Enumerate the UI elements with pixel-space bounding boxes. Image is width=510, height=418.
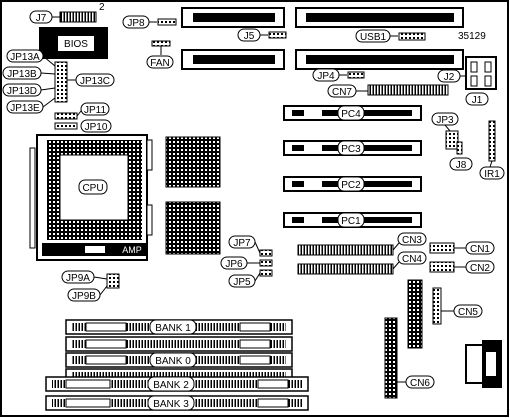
j7-label: J7 <box>36 13 47 24</box>
pc3-label: PC3 <box>341 144 361 155</box>
jp8-jumper: JP8 <box>122 15 177 29</box>
cn5-connector: CN5 <box>407 279 483 349</box>
cn2-label: CN2 <box>470 263 490 274</box>
memory-bank-1: BANK 1 <box>65 319 293 335</box>
jp9b-label: JP9B <box>72 291 96 302</box>
jp4-label: JP4 <box>317 71 335 82</box>
jp13-jumper-group: JP13A JP13B JP13C JP13D JP13E <box>2 49 115 114</box>
bios-label: BIOS <box>64 39 88 50</box>
bank1-label: BANK 1 <box>155 323 191 334</box>
jp3-jumper: JP3 <box>431 112 459 150</box>
jp13e-label: JP13E <box>10 103 40 114</box>
cn6-connector: CN6 <box>384 317 435 399</box>
cn4-label: CN4 <box>402 254 422 265</box>
pci-slot-pc4: PC4 <box>283 105 422 121</box>
memory-bank-3: BANK 3 <box>45 395 309 411</box>
memory-bank-1b <box>65 336 293 352</box>
chipset-upper <box>165 136 221 188</box>
j8-label: J8 <box>456 160 467 171</box>
jp13a-label: JP13A <box>10 52 40 63</box>
amp-label: AMP <box>122 245 142 255</box>
jp7-jp6-jp5-jumpers: JP7 JP6 JP5 <box>220 235 273 288</box>
cn2-connector: CN2 <box>429 260 495 274</box>
memory-bank-0: BANK 0 <box>65 352 293 368</box>
cn3-connector: CN3 <box>297 232 427 256</box>
pc2-label: PC2 <box>341 180 361 191</box>
jp11-jp10-jumpers: JP11 JP10 <box>54 102 112 133</box>
bios-chip: BIOS <box>39 27 108 59</box>
board-number: 35129 <box>458 31 486 42</box>
jp13d-label: JP13D <box>7 86 37 97</box>
fan-label: FAN <box>150 58 169 69</box>
jp3-label: JP3 <box>436 115 454 126</box>
ir1-connector: IR1 <box>479 120 505 180</box>
chipset-lower <box>165 201 221 255</box>
jp7-label: JP7 <box>233 238 251 249</box>
cn5-label: CN5 <box>458 307 478 318</box>
cn6-label: CN6 <box>410 378 430 389</box>
pci-slot-pc2: PC2 <box>283 176 422 192</box>
cn7-label: CN7 <box>332 87 352 98</box>
pin-marker-label: 2 <box>99 2 105 13</box>
cpu-label: CPU <box>82 183 103 194</box>
bank3-label: BANK 3 <box>153 399 189 410</box>
pc4-label: PC4 <box>341 109 361 120</box>
j1-label: J1 <box>472 95 483 106</box>
jp8-label: JP8 <box>127 18 145 29</box>
ir1-label: IR1 <box>484 169 500 180</box>
memory-bank-2: BANK 2 <box>45 376 309 392</box>
bank0-label: BANK 0 <box>155 356 191 367</box>
fan-connector: FAN <box>146 40 174 69</box>
j5-connector: J5 <box>237 28 287 42</box>
cn3-label: CN3 <box>402 235 422 246</box>
jp13b-label: JP13B <box>7 69 37 80</box>
jp9-jumpers: JP9A JP9B <box>61 270 120 302</box>
cn4-connector: CN4 <box>297 251 427 275</box>
usb1-connector: USB1 <box>355 29 426 43</box>
cpu-socket: CPU AMP <box>29 134 153 261</box>
power-connector: J2 J1 <box>437 56 497 106</box>
usb1-label: USB1 <box>360 32 387 43</box>
pc1-label: PC1 <box>341 216 361 227</box>
jp9a-label: JP9A <box>66 273 90 284</box>
j5-label: J5 <box>244 31 255 42</box>
jp6-label: JP6 <box>225 259 243 270</box>
jp5-label: JP5 <box>233 277 251 288</box>
pci-slot-pc3: PC3 <box>283 140 422 156</box>
cn1-connector: CN1 <box>429 241 495 255</box>
j8-connector: J8 <box>449 141 473 171</box>
jp4-jumper: JP4 <box>312 68 365 82</box>
j2-label: J2 <box>444 72 455 83</box>
jp11-label: JP11 <box>84 105 106 116</box>
j7-connector: J7 2 <box>29 2 105 24</box>
jp10-label: JP10 <box>85 122 108 133</box>
jp13c-label: JP13C <box>80 76 110 87</box>
bank2-label: BANK 2 <box>153 380 189 391</box>
cn1-label: CN1 <box>470 244 490 255</box>
rear-bracket <box>465 340 502 388</box>
cn7-connector: CN7 <box>327 84 449 98</box>
pci-slot-pc1: PC1 <box>283 212 422 228</box>
